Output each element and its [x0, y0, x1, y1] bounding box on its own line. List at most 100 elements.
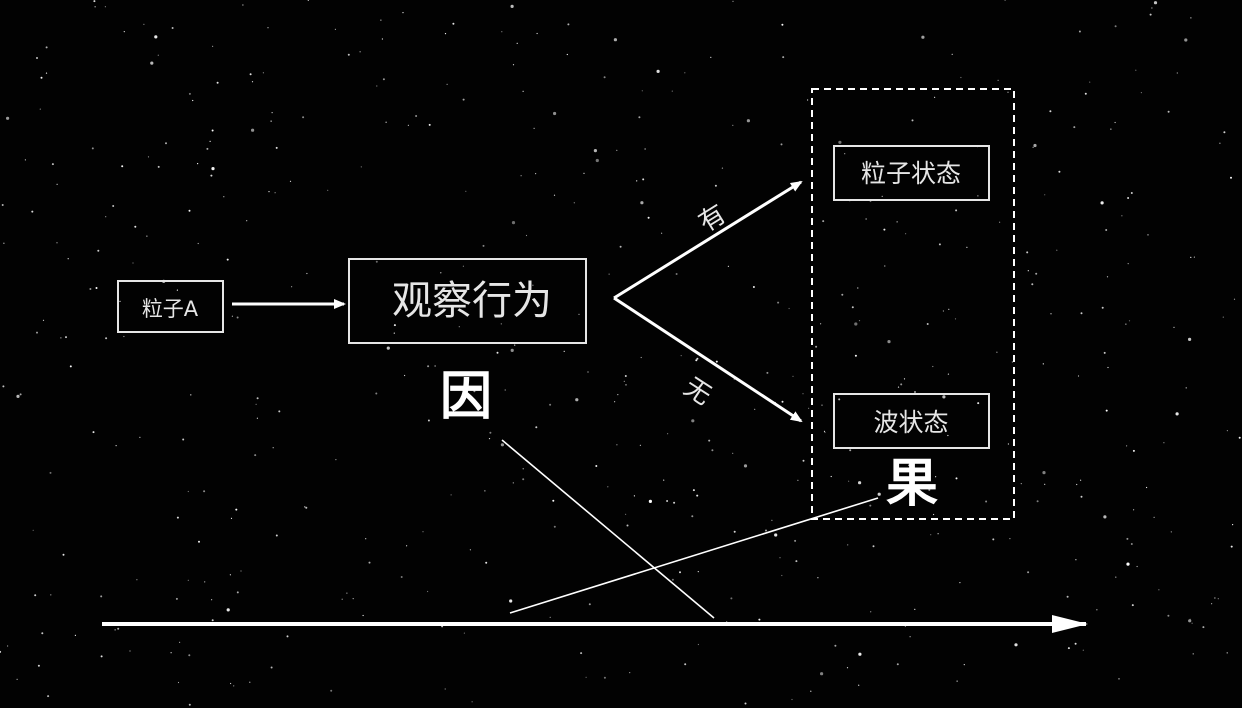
star	[791, 698, 793, 701]
star	[1146, 486, 1148, 489]
star	[663, 479, 665, 481]
star	[671, 90, 673, 92]
star	[428, 123, 431, 126]
star	[360, 166, 362, 168]
star	[942, 395, 946, 399]
particle-state-label: 粒子状态	[861, 159, 961, 188]
star	[752, 286, 755, 288]
star	[908, 464, 911, 467]
star	[512, 64, 515, 66]
star	[956, 680, 958, 682]
arrow-with-observation	[613, 180, 803, 300]
star	[1074, 642, 1077, 645]
star	[469, 549, 471, 551]
star	[841, 293, 844, 296]
star	[636, 180, 638, 182]
star	[1014, 643, 1018, 647]
star	[278, 410, 281, 413]
star	[132, 262, 134, 264]
star	[824, 431, 826, 434]
star	[482, 244, 485, 247]
star	[625, 513, 627, 516]
star	[16, 678, 18, 681]
star	[188, 209, 191, 212]
star	[251, 128, 255, 132]
star	[608, 273, 610, 275]
star	[256, 397, 259, 400]
star	[697, 571, 699, 573]
star	[928, 488, 931, 491]
star	[849, 449, 852, 452]
star	[223, 196, 225, 198]
star	[190, 394, 192, 396]
star	[625, 384, 627, 386]
star	[1096, 609, 1098, 611]
star	[188, 92, 191, 95]
star	[1132, 449, 1135, 452]
star	[203, 490, 206, 493]
star	[617, 394, 619, 396]
star	[1188, 619, 1192, 623]
star	[188, 703, 191, 706]
star	[802, 459, 805, 462]
star	[192, 99, 194, 102]
star	[1075, 559, 1077, 561]
star	[463, 632, 465, 634]
star	[157, 165, 160, 168]
star	[500, 443, 504, 447]
star	[206, 147, 209, 150]
star	[732, 0, 734, 2]
star	[838, 140, 842, 144]
star	[788, 307, 790, 310]
star	[869, 504, 872, 507]
star	[1032, 146, 1034, 148]
star	[121, 165, 124, 168]
star	[1114, 25, 1117, 28]
star	[209, 140, 211, 142]
star	[858, 652, 862, 656]
star	[170, 652, 172, 654]
star	[89, 288, 92, 290]
star	[679, 571, 681, 574]
star	[522, 90, 524, 92]
star	[727, 265, 730, 267]
star	[992, 538, 995, 541]
star	[1125, 323, 1127, 325]
star	[100, 655, 103, 658]
edge-label-with: 有	[694, 199, 732, 238]
observation-node: 观察行为	[348, 258, 587, 344]
star	[1233, 298, 1236, 300]
star	[948, 308, 950, 310]
star	[680, 355, 682, 357]
star	[938, 243, 941, 246]
star	[1114, 121, 1116, 124]
star	[45, 46, 48, 49]
star	[1027, 270, 1029, 272]
star	[275, 146, 278, 149]
edge-label-without: 无	[678, 372, 716, 411]
star	[858, 684, 860, 686]
star	[932, 365, 934, 368]
star	[1184, 38, 1188, 42]
star	[1105, 409, 1108, 412]
star	[1049, 110, 1052, 113]
star	[123, 335, 125, 338]
star	[104, 6, 106, 8]
star	[146, 235, 148, 237]
star	[1190, 256, 1192, 258]
star	[914, 391, 916, 393]
star	[1078, 30, 1081, 33]
star	[1217, 598, 1219, 600]
star	[732, 452, 734, 454]
star	[150, 61, 154, 65]
star	[1011, 361, 1014, 363]
star	[504, 389, 506, 391]
star	[692, 489, 695, 492]
star	[386, 346, 390, 350]
star	[951, 53, 953, 55]
star	[823, 430, 826, 432]
star	[960, 76, 962, 79]
star	[794, 539, 797, 542]
